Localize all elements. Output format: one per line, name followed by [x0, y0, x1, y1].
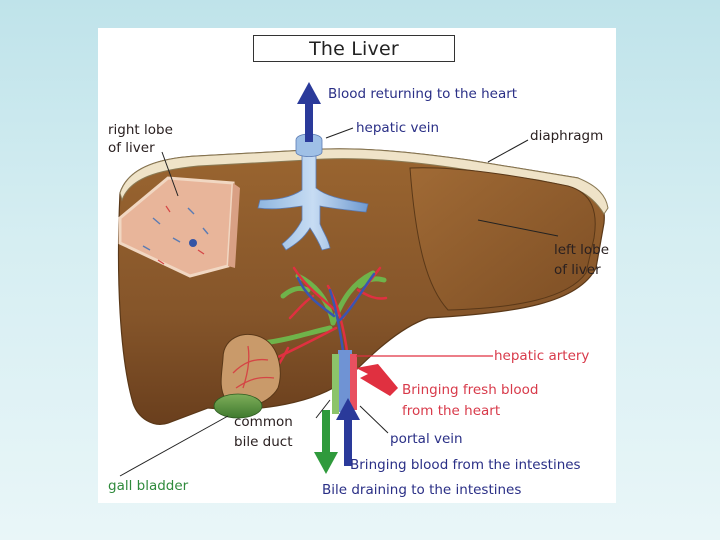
- label-gall-bladder: gall bladder: [108, 478, 189, 494]
- hepatic-vein-leader: [325, 127, 354, 139]
- label-fresh-blood-line2: from the heart: [402, 403, 501, 419]
- diaphragm-leader: [487, 139, 529, 163]
- label-right-lobe-line1: right lobe: [108, 122, 173, 138]
- label-right-lobe-line2: of liver: [108, 140, 155, 156]
- label-bile-draining: Bile draining to the intestines: [322, 482, 522, 498]
- portal-vein-branches: [296, 272, 376, 360]
- portal-vein-leader: [359, 405, 389, 434]
- label-hepatic-vein: hepatic vein: [356, 120, 440, 136]
- label-left-lobe-line1: left lobe: [554, 242, 610, 258]
- right-lobe-cut-section: [118, 176, 240, 278]
- label-common-bile-line1: common: [234, 414, 293, 430]
- hepatic-vein: [257, 133, 369, 251]
- left-lobe: [409, 167, 596, 311]
- label-common-bile-line2: bile duct: [234, 434, 293, 450]
- fresh-blood-arrow: [356, 364, 398, 396]
- label-diaphragm: diaphragm: [530, 128, 604, 144]
- bile-draining-arrow: [314, 410, 338, 474]
- hilum-vessel-bundle: [332, 350, 357, 414]
- right-lobe-leader: [161, 151, 179, 197]
- label-blood-returning: Blood returning to the heart: [328, 86, 518, 102]
- label-portal-vein: portal vein: [390, 431, 463, 447]
- slide-panel: The Liver Blood returning to the heart h…: [98, 28, 616, 503]
- label-left-lobe-line2: of liver: [554, 262, 601, 278]
- portal-vein-arrow: [336, 398, 360, 466]
- label-hepatic-artery: hepatic artery: [494, 348, 590, 364]
- label-fresh-blood-line1: Bringing fresh blood: [402, 382, 539, 398]
- common-bile-leader: [315, 399, 331, 419]
- label-intestines-blood: Bringing blood from the intestines: [350, 457, 581, 473]
- liver-diagram: [117, 82, 609, 477]
- gall-bladder-shape: [213, 333, 281, 419]
- left-lobe-leader: [477, 219, 559, 237]
- page-title: The Liver: [309, 37, 399, 60]
- blood-to-heart-arrow: [297, 82, 321, 142]
- title-box: The Liver: [253, 35, 455, 62]
- gall-bladder-leader: [119, 415, 229, 477]
